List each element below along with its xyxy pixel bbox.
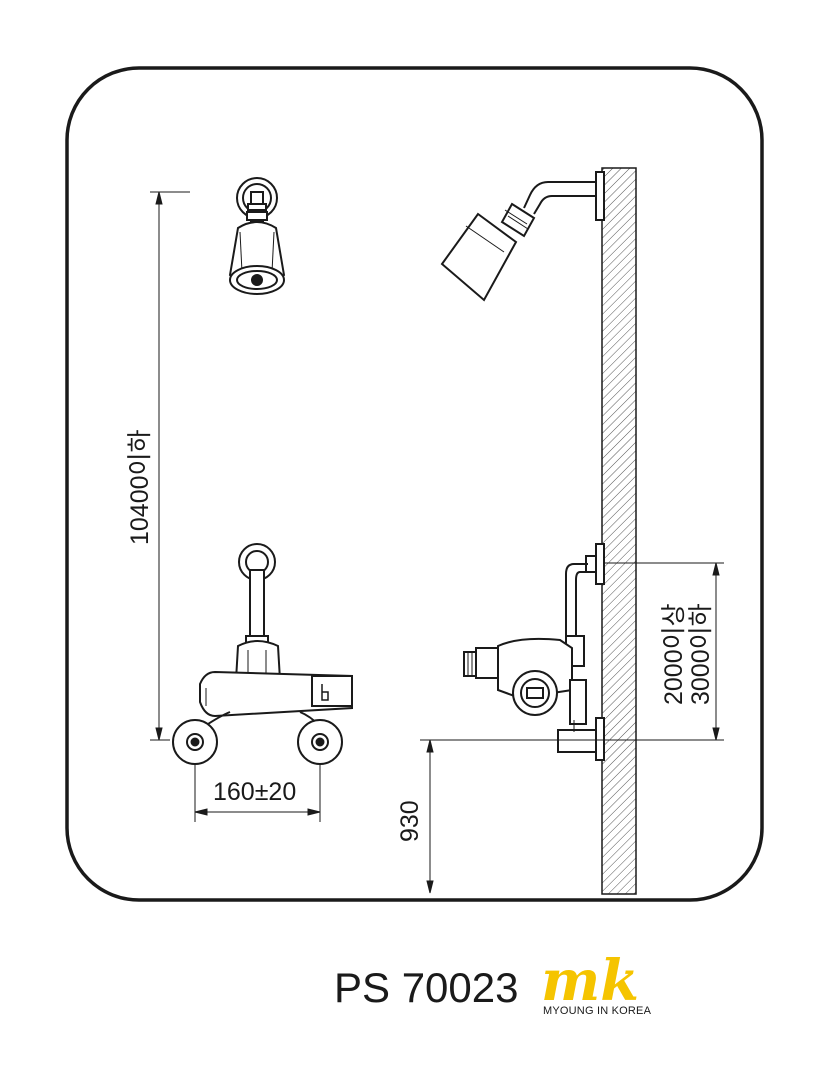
dimension-valve-spacing [194, 765, 321, 822]
dimension-wall-offset-label-1: 2000이상 [660, 603, 688, 705]
dimension-valve-spacing-label: 160±20 [213, 778, 296, 806]
model-number: PS 70023 [334, 964, 519, 1011]
shower-head-front-icon [228, 177, 286, 295]
wall-section [601, 167, 637, 895]
brand-logo-text: mk [541, 950, 639, 1014]
dimension-shower-height-label: 10400이하 [126, 429, 154, 545]
dimension-valve-height [426, 739, 434, 894]
dimension-wall-offset [420, 562, 724, 741]
dimension-wall-offset-label-2: 3000이하 [687, 603, 715, 705]
brand-logo: mk [541, 950, 639, 1014]
front-view [172, 177, 353, 765]
shower-head-side-icon [440, 171, 605, 302]
mixing-valve-front-icon [172, 543, 353, 765]
dimension-valve-height-label: 930 [396, 800, 424, 842]
dimension-shower-height [150, 191, 190, 741]
brand-tagline: MYOUNG IN KOREA [543, 1005, 652, 1017]
side-view [440, 171, 605, 761]
drawing-frame [65, 66, 764, 902]
mixing-valve-side-icon [463, 543, 605, 761]
